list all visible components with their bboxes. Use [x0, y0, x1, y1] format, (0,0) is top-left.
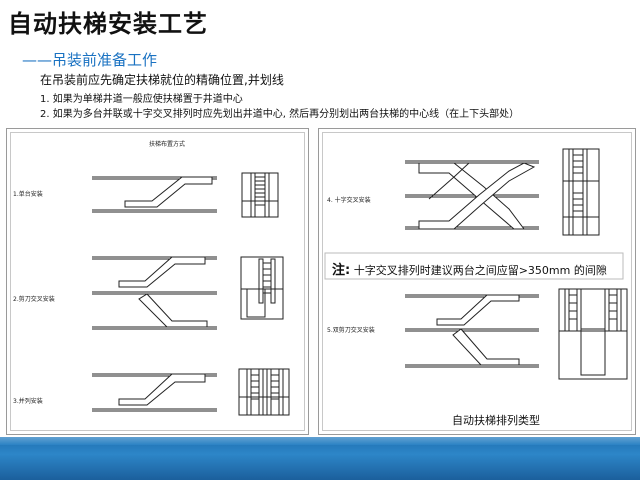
label-double-scissor: 5.双剪刀交叉安装 [327, 327, 375, 334]
intro-line: 在吊装前应先确定扶梯就位的精确位置,并划线 [40, 73, 284, 87]
single-escalator-drawing [92, 172, 279, 218]
note-2: 2. 如果为多台并联或十字交叉排列时应先划出井道中心, 然后再分别划出两台扶梯的… [40, 109, 520, 120]
scissor-escalator-drawing [92, 256, 284, 330]
note-label: 注: [332, 263, 351, 278]
cross-escalator-drawing [405, 148, 600, 236]
arrangement-caption: 自动扶梯排列类型 [452, 414, 540, 427]
label-parallel: 3.并列安装 [13, 398, 43, 405]
section-subtitle: ——吊装前准备工作 [22, 51, 158, 69]
left-diagrams [92, 172, 290, 416]
note-1: 1. 如果为单梯井道一般应使扶梯置于井道中心 [40, 94, 243, 105]
double-scissor-escalator-drawing [405, 288, 628, 380]
label-single: 1.单台安装 [13, 191, 43, 198]
left-diagram-panel: 扶梯布置方式 1.单台安装 2.剪刀交叉安装 3.并列安装 [6, 128, 309, 435]
label-scissor: 2.剪刀交叉安装 [13, 296, 55, 303]
left-heading: 扶梯布置方式 [149, 141, 186, 148]
footer-band-highlight [0, 437, 640, 445]
right-diagram-panel: 4. 十字交叉安装 5.双剪刀交叉安装 [318, 128, 636, 435]
cross-gap-note: 注: 十字交叉排列时建议两台之间应留>350mm 的间隙 [332, 259, 607, 278]
notes-block: 1. 如果为单梯井道一般应使扶梯置于井道中心 2. 如果为多台并联或十字交叉排列… [40, 92, 519, 122]
label-cross: 4. 十字交叉安装 [327, 197, 371, 204]
parallel-escalator-drawing [92, 368, 290, 416]
right-diagrams [324, 148, 628, 380]
note-content: 十字交叉排列时建议两台之间应留>350mm 的间隙 [353, 264, 607, 277]
page-title: 自动扶梯安装工艺 [8, 10, 208, 38]
